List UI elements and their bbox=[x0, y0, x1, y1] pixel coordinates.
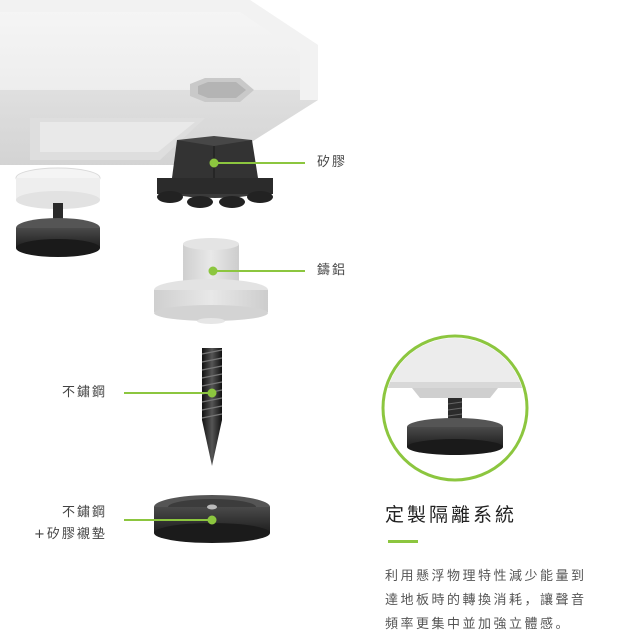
label-cast-aluminum: 鑄鋁 bbox=[317, 263, 348, 278]
description-line: 頻率更集中並加強立體感。 bbox=[385, 617, 572, 632]
detail-circle bbox=[381, 334, 529, 482]
label-stainless-steel: 不鏽鋼 bbox=[62, 385, 108, 400]
description-line: 達地板時的轉換消耗，讓聲音 bbox=[385, 593, 587, 608]
label-silicone: 矽膠 bbox=[317, 155, 348, 170]
speaker-cabinet bbox=[0, 0, 318, 165]
callout-lines bbox=[124, 158, 305, 525]
title-accent-bar bbox=[388, 540, 418, 543]
feature-title: 定製隔離系統 bbox=[385, 504, 518, 526]
label-base-pad-line1: 不鏽鋼 bbox=[62, 505, 108, 520]
base-pad bbox=[154, 495, 270, 543]
label-base-pad-line2: +矽膠襯墊 bbox=[34, 527, 107, 542]
assembled-foot bbox=[15, 167, 101, 257]
feature-description: 利用懸浮物理特性減少能量到 達地板時的轉換消耗，讓聲音 頻率更集中並加強立體感。 bbox=[385, 565, 635, 637]
description-line: 利用懸浮物理特性減少能量到 bbox=[385, 569, 587, 584]
cast-aluminum-part bbox=[154, 238, 268, 324]
stainless-spike bbox=[201, 348, 223, 466]
